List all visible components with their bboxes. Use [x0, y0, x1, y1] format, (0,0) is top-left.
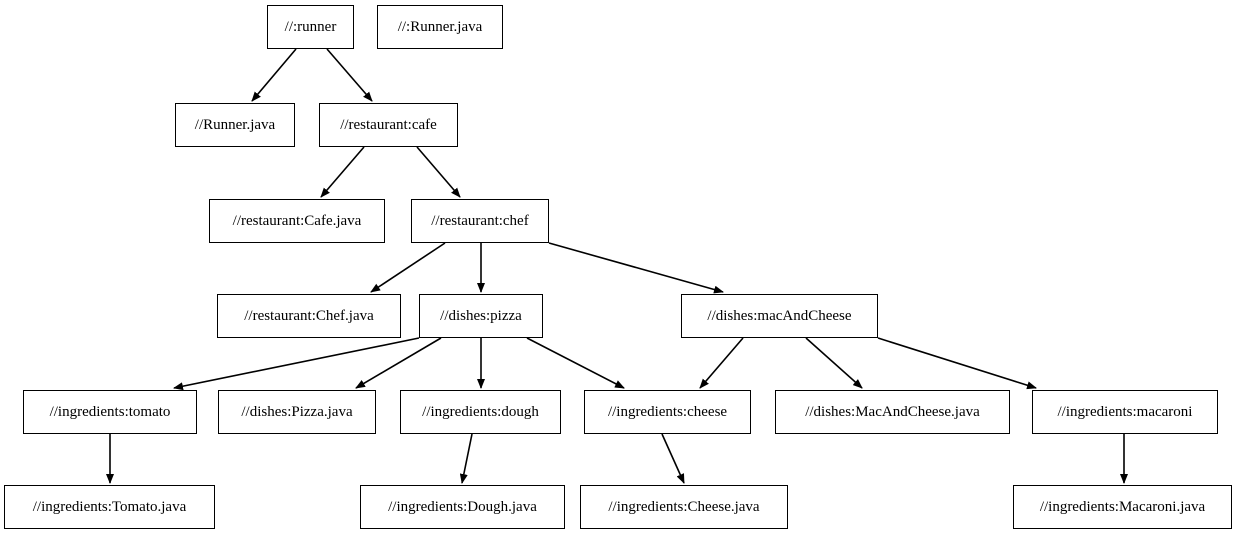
- graph-node-label: //Runner.java: [194, 116, 276, 133]
- graph-node-runner_java[interactable]: //Runner.java: [175, 103, 295, 147]
- graph-node-restaurant_chef[interactable]: //restaurant:chef: [411, 199, 549, 243]
- graph-node-label: //ingredients:Cheese.java: [608, 498, 760, 515]
- graph-node-ing_dough[interactable]: //ingredients:dough: [400, 390, 561, 434]
- graph-node-mac_java[interactable]: //dishes:MacAndCheese.java: [775, 390, 1010, 434]
- graph-node-dishes_mac[interactable]: //dishes:macAndCheese: [681, 294, 878, 338]
- graph-node-label: //restaurant:Cafe.java: [232, 212, 362, 229]
- graph-node-dough_java[interactable]: //ingredients:Dough.java: [360, 485, 565, 529]
- graph-node-label: //restaurant:cafe: [340, 116, 437, 133]
- graph-node-cafe_java[interactable]: //restaurant:Cafe.java: [209, 199, 385, 243]
- graph-node-label: //ingredients:Tomato.java: [32, 498, 187, 515]
- graph-node-ing_cheese[interactable]: //ingredients:cheese: [584, 390, 751, 434]
- graph-node-label: //ingredients:cheese: [607, 403, 728, 420]
- graph-node-label: //dishes:Pizza.java: [241, 403, 353, 420]
- graph-node-restaurant_cafe[interactable]: //restaurant:cafe: [319, 103, 458, 147]
- graph-node-label: //:runner: [284, 18, 337, 35]
- graph-node-label: //ingredients:Dough.java: [388, 498, 537, 515]
- graph-node-ing_macaroni[interactable]: //ingredients:macaroni: [1032, 390, 1218, 434]
- graph-node-cheese_java[interactable]: //ingredients:Cheese.java: [580, 485, 788, 529]
- graph-node-chef_java[interactable]: //restaurant:Chef.java: [217, 294, 401, 338]
- graph-node-label: //dishes:macAndCheese: [707, 307, 852, 324]
- graph-node-pizza_java[interactable]: //dishes:Pizza.java: [218, 390, 376, 434]
- graph-node-label: //ingredients:Macaroni.java: [1039, 498, 1206, 515]
- graph-node-label: //dishes:pizza: [440, 307, 522, 324]
- graph-node-tomato_java[interactable]: //ingredients:Tomato.java: [4, 485, 215, 529]
- graph-node-label: //restaurant:Chef.java: [244, 307, 374, 324]
- graph-node-label: //dishes:MacAndCheese.java: [805, 403, 980, 420]
- graph-node-root_runner_java[interactable]: //:Runner.java: [377, 5, 503, 49]
- graph-node-label: //ingredients:dough: [422, 403, 539, 420]
- graph-node-label: //:Runner.java: [397, 18, 483, 35]
- graph-node-ing_tomato[interactable]: //ingredients:tomato: [23, 390, 197, 434]
- graph-node-runner[interactable]: //:runner: [267, 5, 354, 49]
- graph-node-label: //ingredients:macaroni: [1057, 403, 1193, 420]
- graph-node-label: //ingredients:tomato: [49, 403, 171, 420]
- graph-node-macaroni_java[interactable]: //ingredients:Macaroni.java: [1013, 485, 1232, 529]
- graph-node-dishes_pizza[interactable]: //dishes:pizza: [419, 294, 543, 338]
- graph-node-label: //restaurant:chef: [431, 212, 529, 229]
